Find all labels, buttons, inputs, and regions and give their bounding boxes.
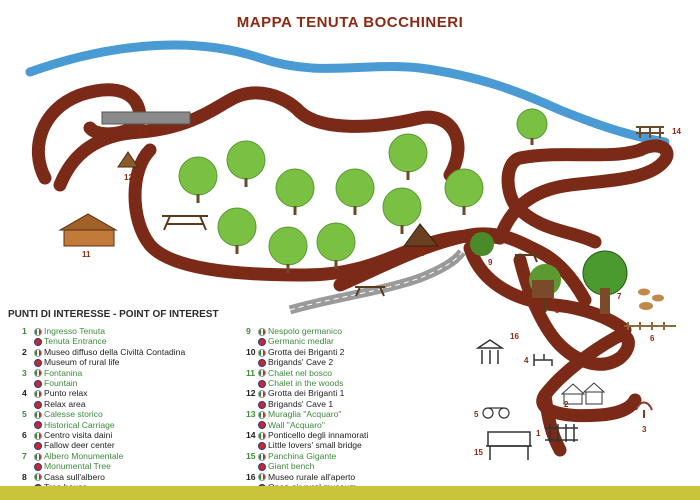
marker-label-14: 14 [672,127,681,136]
cave-icon [117,151,139,168]
marker-label-1: 1 [536,429,541,438]
marker-label-9: 9 [488,258,493,267]
marker-label-6: 6 [650,334,655,343]
tree-icon [516,108,548,140]
monumental-tree-icon [582,250,628,314]
marker-label-2: 2 [564,400,569,409]
gravel-road [288,249,466,315]
medlar-tree-icon [470,232,494,256]
wall-icon [101,111,191,125]
river [25,40,670,147]
marker-label-7: 7 [617,292,622,301]
tree-icon [388,133,428,173]
tree-icon [226,140,266,180]
marker-label-12: 12 [124,173,133,182]
museum-house-icon [560,382,606,405]
legend-title: PUNTI DI INTERESSE - POINT OF INTEREST [8,309,219,320]
marker-label-13: 13 [138,126,147,135]
chalet-icon [58,213,118,247]
marker-label-16: 16 [510,332,519,341]
marker-label-10: 10 [416,249,425,258]
giant-bench-icon [486,431,532,460]
tree-icon [268,226,308,266]
marker-label-11: 11 [82,250,91,259]
tree-icon [178,156,218,196]
tree-icon [444,168,484,208]
footer-bar [0,486,700,500]
tree-icon [382,187,422,227]
tree-icon [217,207,257,247]
tree-icon [335,168,375,208]
marker-label-5: 5 [474,410,479,419]
fence-icon [624,322,676,330]
fountain-icon [635,401,653,418]
relax-bench-icon [533,354,553,366]
picnic-table-icon [162,215,538,297]
carriage-icon [482,407,510,419]
marker-label-3: 3 [642,425,647,434]
marker-label-15: 15 [474,448,483,457]
map-title: MAPPA TENUTA BOCCHINERI [236,14,464,31]
cave-icon [403,223,440,247]
tree-house-icon [529,264,561,312]
forest [178,108,548,266]
temple-icon [475,339,505,364]
bridge-icon [636,126,664,138]
marker-label-8: 8 [555,306,560,315]
marker-label-4: 4 [524,356,529,365]
tree-icon [275,168,315,208]
tree-icon [316,222,356,262]
deer-icon [638,288,664,310]
gate-icon [545,424,578,442]
